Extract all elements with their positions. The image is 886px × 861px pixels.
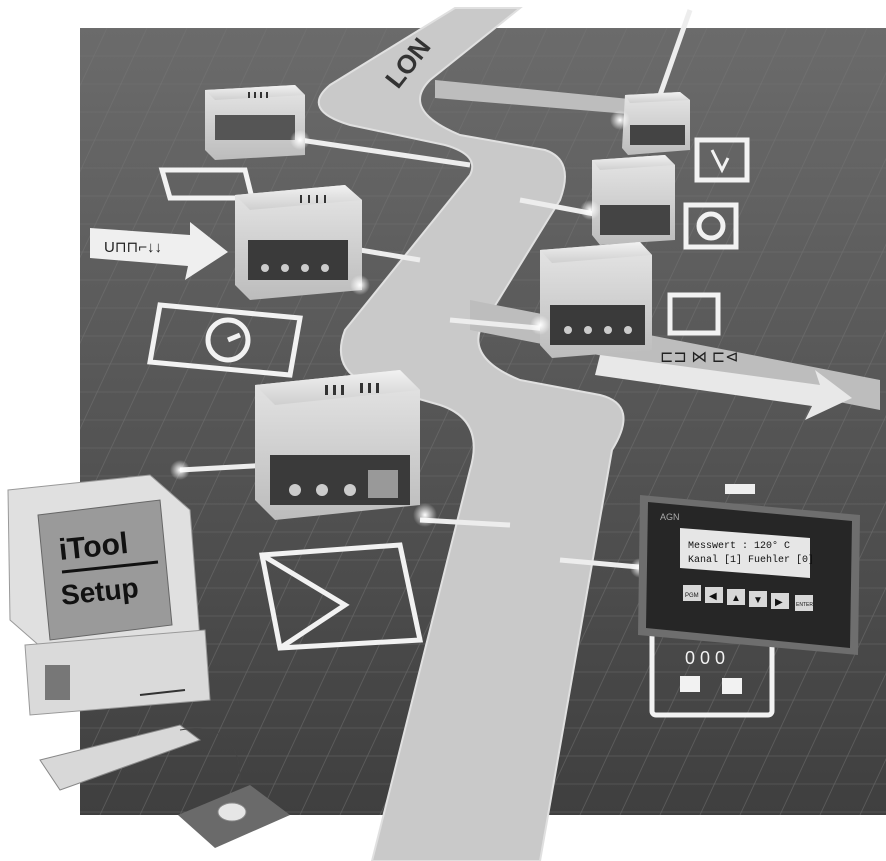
counter-button-right [722,678,742,694]
mouse [218,803,246,821]
panel-display-line1: Messwert : 120° C [688,540,790,552]
panel-brand: AGN [660,512,680,522]
down-button-label: ▼ [753,595,763,606]
module-right-2 [592,155,675,245]
counter-digits: 0 0 0 [685,648,725,668]
module-right-1 [622,92,690,155]
input-arrow-symbols: U⊓⊓⌐↓↓ [104,239,162,256]
panel-display-line2: Kanal [1] Fuehler [0] [688,554,814,566]
module-top-left [205,85,305,160]
counter-button-left [680,676,700,692]
left-button-label: ◀ [709,591,717,602]
pc-vent [45,665,70,700]
right-button-label: ▶ [775,597,783,608]
monitor-screen [38,500,172,640]
up-button-label: ▲ [731,593,741,604]
pgm-button-label: PGM [685,593,699,599]
module-right-3 [540,242,652,358]
panel-top-light [725,484,755,494]
module-mid-left [235,185,362,300]
module-center [255,370,420,520]
enter-button-label: ENTER [796,602,813,608]
arrow-symbols: ⊏⊐ ⋈ ⊏⊲ [660,349,739,366]
